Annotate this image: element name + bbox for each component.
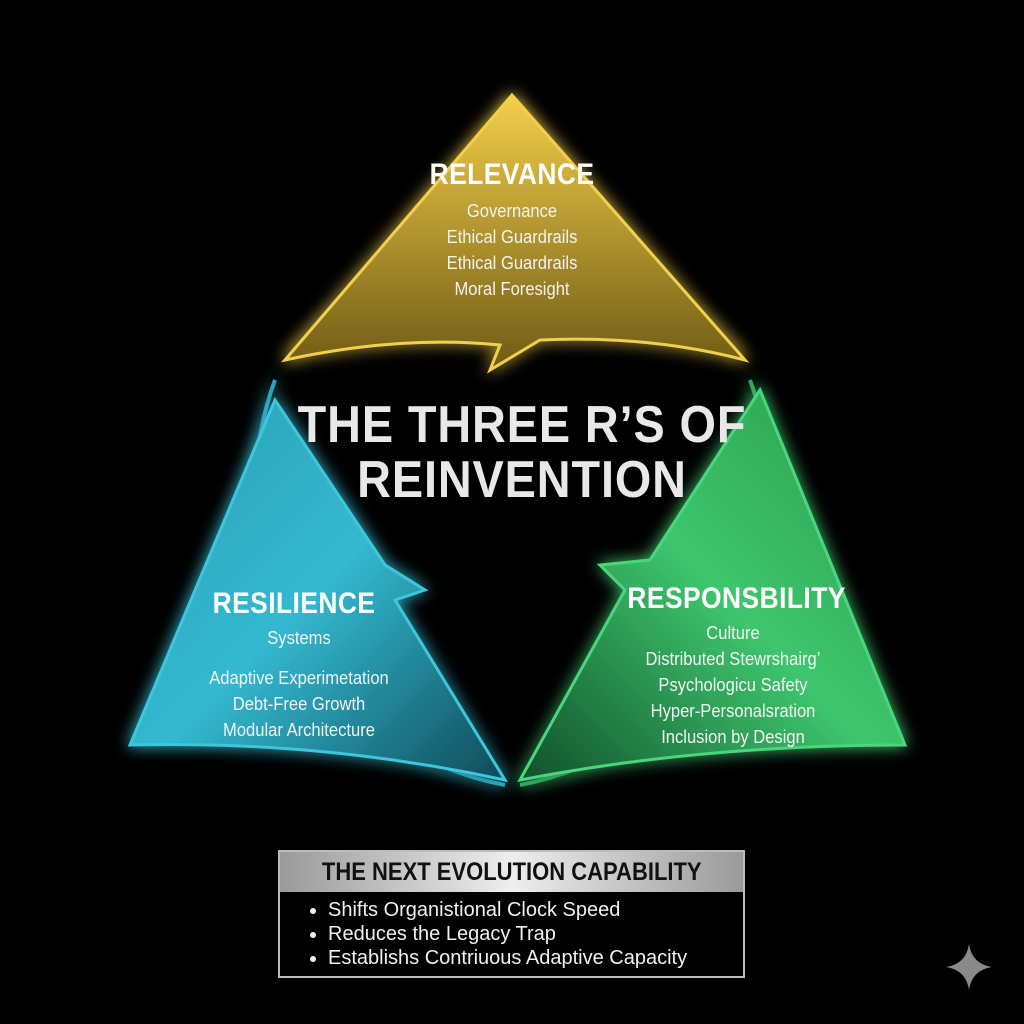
resilience-items: Systems Adaptive Experimetation Debt-Fre… (184, 625, 414, 743)
resilience-heading: RESILIENCE (212, 587, 376, 620)
resilience-item: Adaptive Experimetation (209, 668, 389, 688)
capability-box-title: THE NEXT EVOLUTION CAPABILITY (321, 858, 702, 886)
capability-bullet: Shifts Organistional Clock Speed (328, 898, 743, 922)
responsibility-triangle (517, 386, 908, 783)
diagram-title-line1: THE THREE R’S OF (297, 396, 747, 454)
relevance-items: Governance Ethical Guardrails Ethical Gu… (402, 198, 623, 302)
responsibility-items: Culture Distributed Stewrshairg’ Psychol… (613, 620, 852, 750)
capability-box-header: THE NEXT EVOLUTION CAPABILITY (280, 852, 743, 892)
capability-bullet: Reduces the Legacy Trap (328, 922, 743, 946)
relevance-item: Moral Foresight (454, 279, 570, 299)
capability-list: Shifts Organistional Clock Speed Reduces… (280, 898, 743, 970)
relevance-item: Ethical Guardrails (446, 253, 578, 273)
resilience-item: Modular Architecture (223, 720, 375, 740)
resilience-triangle (127, 396, 509, 783)
responsibility-item: Distributed Stewrshairg’ (645, 649, 821, 669)
responsibility-item: Psychologicu Safety (658, 675, 808, 695)
responsibility-item: Culture (706, 623, 760, 643)
sparkle-icon (946, 944, 992, 990)
capability-box: THE NEXT EVOLUTION CAPABILITY Shifts Org… (278, 850, 745, 978)
resilience-item: Debt-Free Growth (232, 694, 366, 714)
relevance-triangle (280, 92, 750, 374)
capability-bullet: Establishs Contriuous Adaptive Capacity (328, 946, 743, 970)
responsibility-heading: RESPONSBILITY (627, 582, 846, 615)
relevance-heading: RELEVANCE (429, 158, 595, 191)
responsibility-item: Hyper-Personalsration (650, 701, 816, 721)
relevance-item: Ethical Guardrails (446, 227, 578, 247)
relevance-item: Governance (466, 201, 558, 221)
diagram-title-line2: REINVENTION (357, 451, 687, 509)
responsibility-item: Inclusion by Design (661, 727, 805, 747)
resilience-item: Systems (267, 628, 331, 648)
